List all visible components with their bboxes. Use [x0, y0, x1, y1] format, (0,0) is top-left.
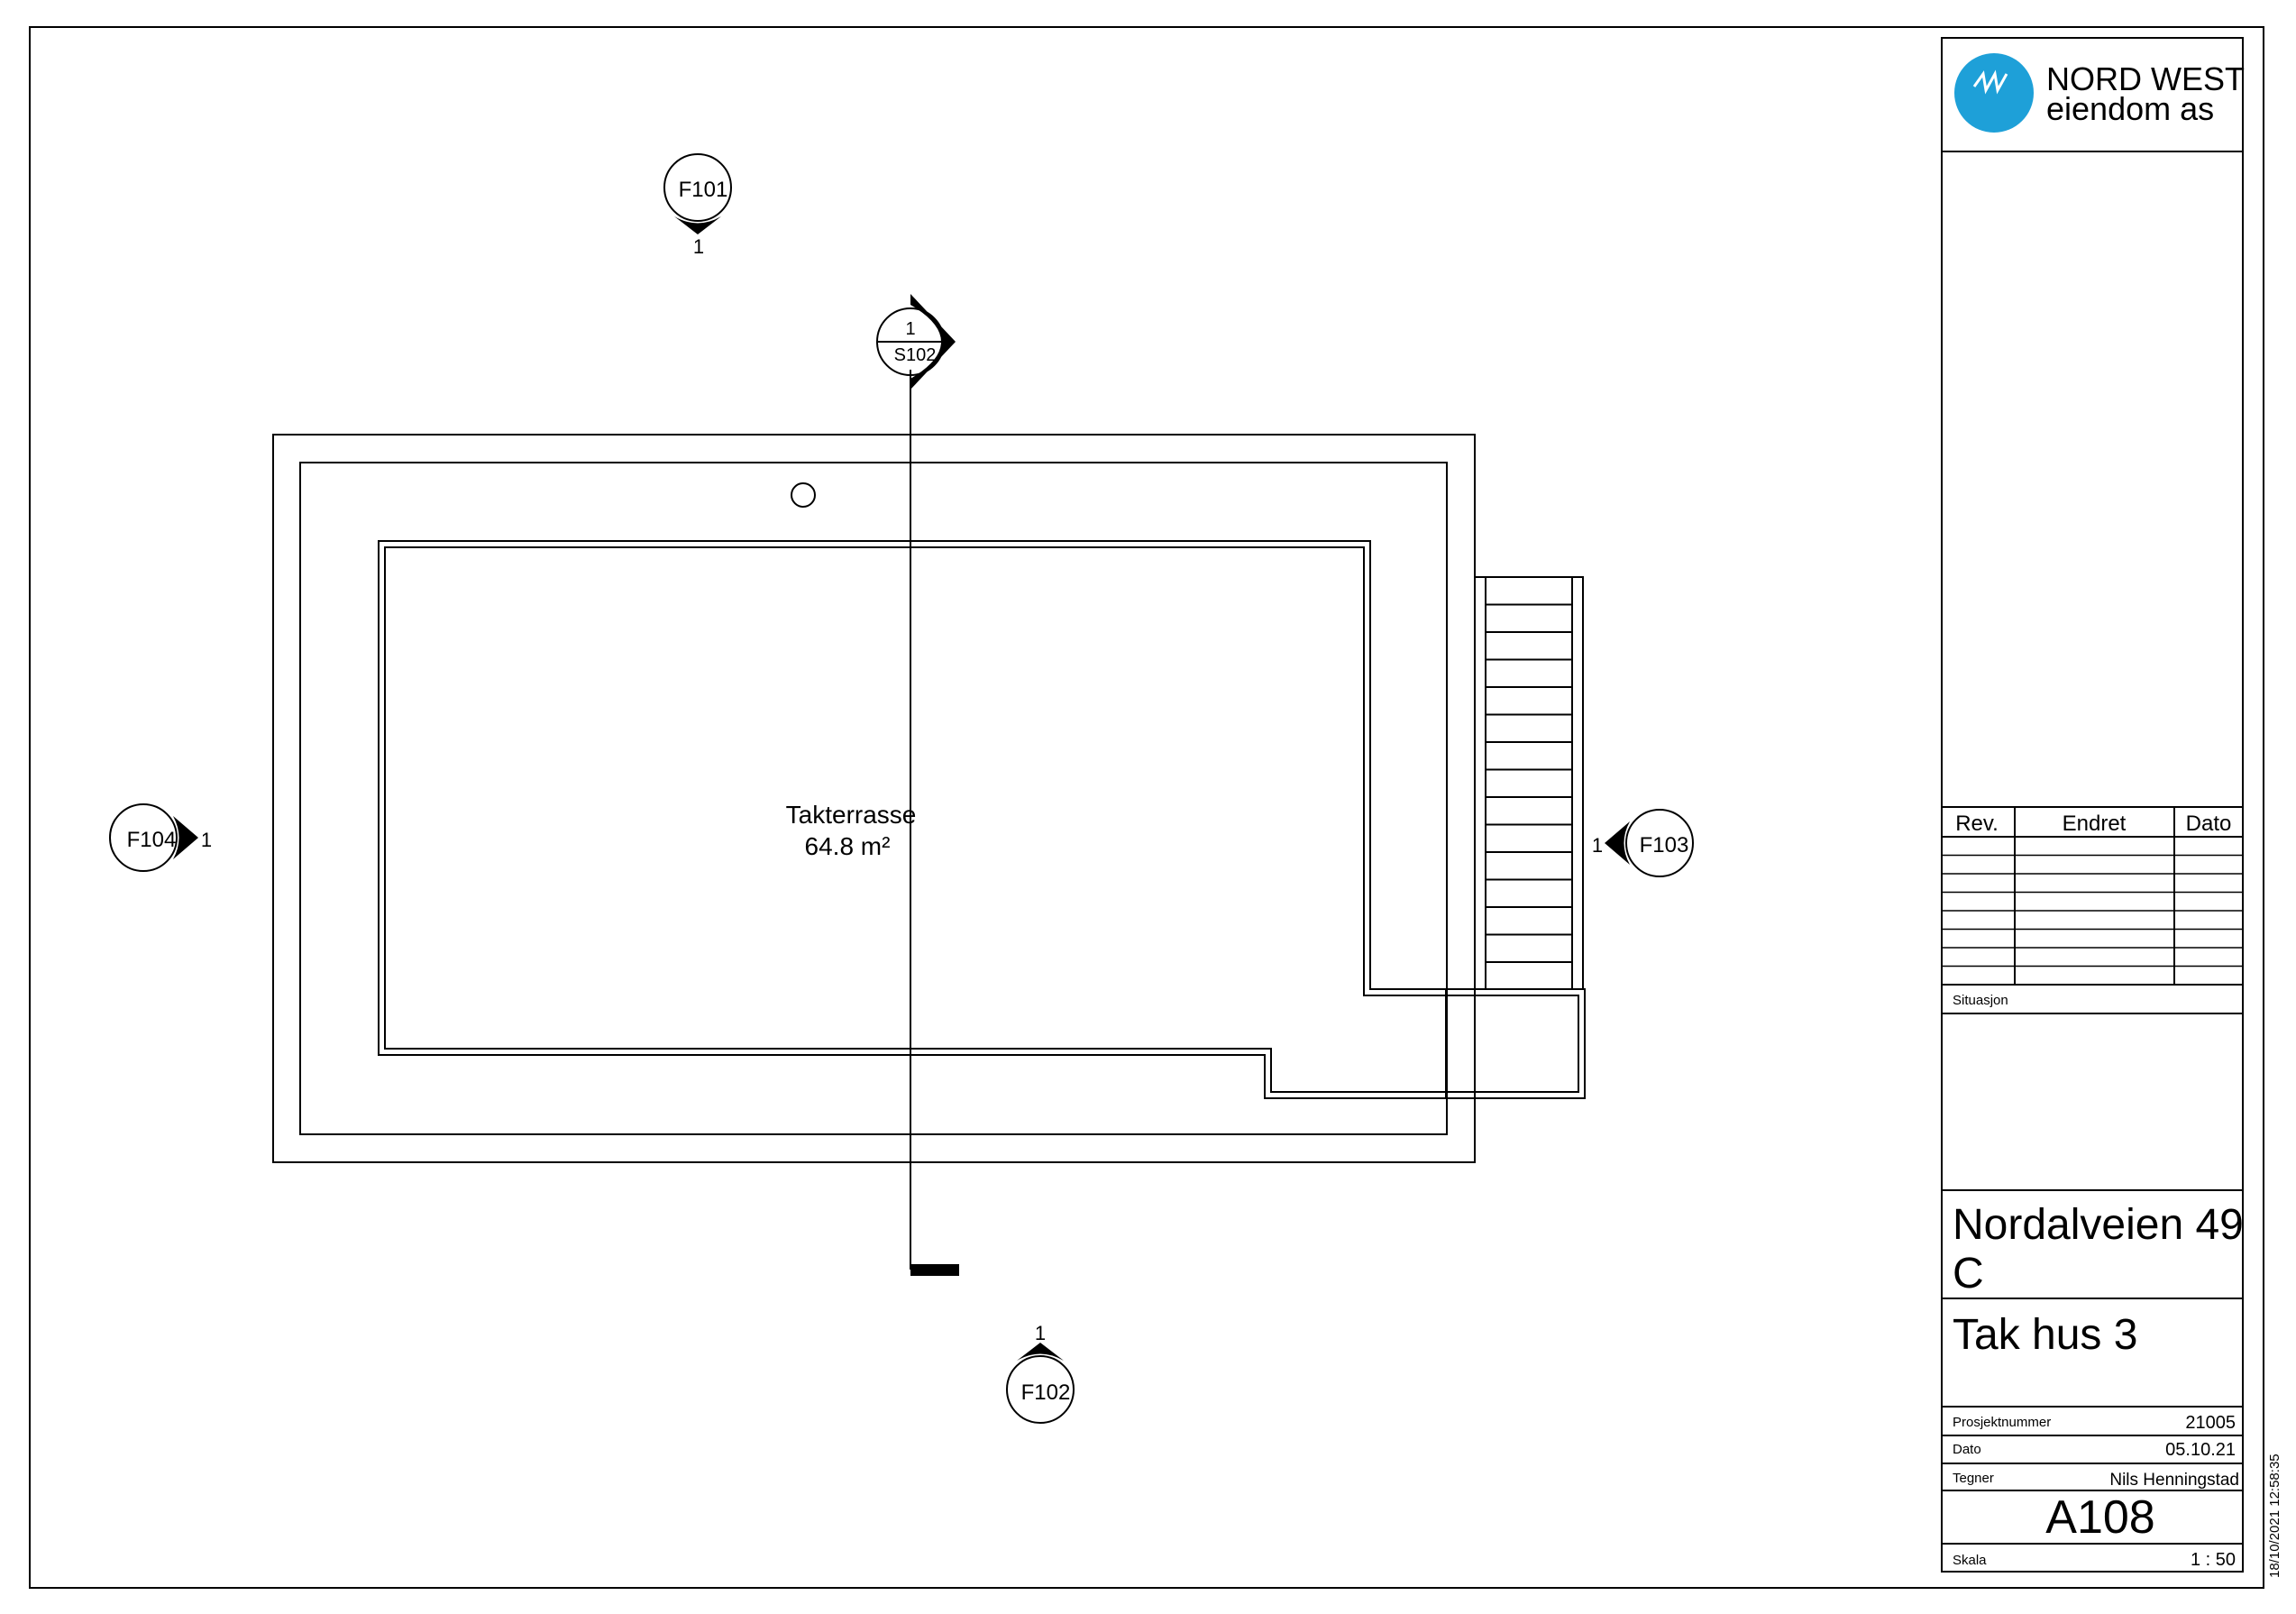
title-block	[1941, 37, 2244, 1573]
elevation-marker-f101[interactable]: F101 1	[663, 153, 732, 258]
elevation-marker-f101-number: 1	[693, 235, 704, 258]
sheet-number: A108	[2045, 1491, 2154, 1544]
room-area: 64.8 m²	[805, 832, 891, 860]
company-name-line2: eiendom as	[2046, 90, 2214, 127]
section-line	[910, 370, 959, 1276]
project-number-label: Prosjektnummer	[1953, 1415, 2051, 1430]
rev-header-endret: Endret	[2063, 812, 2127, 836]
roof-outer-edge	[272, 434, 1476, 1163]
elevation-marker-f104[interactable]: F104 1	[109, 803, 212, 872]
elevation-marker-f104-number: 1	[201, 829, 212, 851]
revision-rows	[1942, 854, 2243, 967]
roof-drain-icon	[791, 482, 816, 508]
roof-plan	[272, 434, 1586, 1163]
drawer-label: Tegner	[1953, 1471, 1994, 1486]
elevation-marker-f103-label: F103	[1640, 833, 1689, 857]
terrace-outline-outer	[378, 540, 1586, 1099]
drawer-name: Nils Henningstad	[2109, 1471, 2239, 1490]
date-label: Dato	[1953, 1442, 1981, 1457]
elevation-marker-f102[interactable]: F102 1	[1006, 1322, 1075, 1424]
roof-parapet-inner	[299, 462, 1448, 1135]
rev-header-dato: Dato	[2186, 812, 2232, 836]
company-logo	[1954, 53, 2034, 133]
project-title-line2: C	[1953, 1250, 1984, 1298]
logo-icon	[1954, 53, 2034, 133]
situation-label: Situasjon	[1953, 993, 2008, 1008]
scale-value: 1 : 50	[2191, 1550, 2236, 1570]
project-title-line1: Nordalveien 49	[1953, 1201, 2244, 1249]
elevation-marker-f104-label: F104	[127, 828, 177, 852]
scale-label: Skala	[1953, 1553, 1987, 1568]
drawing-title: Tak hus 3	[1953, 1311, 2137, 1359]
elevation-marker-f102-label: F102	[1021, 1380, 1071, 1405]
project-number: 21005	[2185, 1413, 2236, 1433]
date-value: 05.10.21	[2165, 1440, 2236, 1460]
section-marker-number: 1	[905, 319, 915, 339]
terrace-outline-inner	[384, 546, 1579, 1093]
elevation-marker-f103[interactable]: F103 1	[1592, 809, 1694, 877]
section-marker-s102[interactable]: 1 S102	[876, 294, 956, 390]
elevation-marker-f103-number: 1	[1592, 834, 1603, 857]
stair	[1474, 576, 1584, 990]
room-name: Takterrasse	[786, 801, 917, 829]
section-line-end-bar	[910, 1264, 959, 1276]
plot-timestamp: 18/10/2021 12:58:35	[2267, 1454, 2282, 1578]
elevation-marker-f102-number: 1	[1035, 1322, 1046, 1344]
stair-outline	[1474, 576, 1584, 990]
sheet-border	[29, 26, 2264, 1589]
rev-header-rev: Rev.	[1955, 812, 1999, 836]
section-marker-sheet: S102	[894, 345, 937, 365]
elevation-marker-f101-label: F101	[679, 178, 728, 202]
company-name-line1: NORD WEST	[2046, 60, 2245, 97]
